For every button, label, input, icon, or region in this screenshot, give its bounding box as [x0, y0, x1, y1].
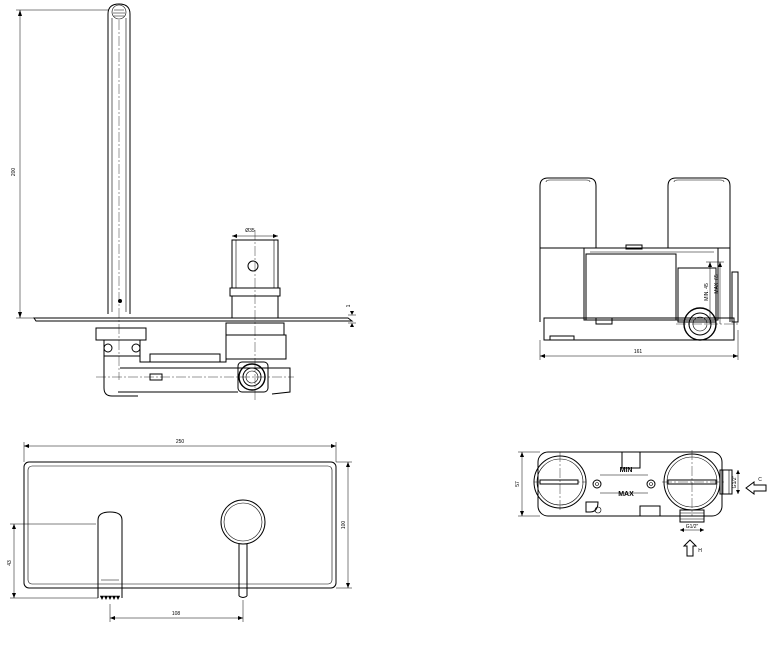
body-side-view: MIN. 45 MAX. 65 161 — [539, 177, 740, 360]
spout-offset-dimension: 43 — [7, 523, 98, 599]
axis-spacing-dimension: 108 — [109, 600, 244, 622]
min-depth-label: MIN. 45 — [704, 283, 710, 301]
left-cartridge — [539, 177, 597, 322]
side-inlet-label: G1/2" — [732, 475, 738, 488]
bottom-inlet-arrow-label: H — [698, 548, 702, 554]
plate-thickness-label: 1 — [346, 304, 352, 307]
right-cartridge-top — [662, 450, 726, 516]
side-inlet: G1/2" C — [719, 469, 767, 495]
handle-diameter-label: Ø35 — [245, 228, 255, 234]
min-max-dimensions: MIN. 45 MAX. 65 — [704, 261, 724, 324]
min-label: MIN — [620, 467, 633, 474]
spout-height-label: 200 — [11, 168, 17, 177]
body-block — [543, 244, 740, 341]
depth-label: 161 — [634, 349, 643, 355]
front-view: 250 100 — [7, 439, 352, 622]
wall-plate: 1 — [33, 304, 356, 327]
side-view: 200 1 Ø35 — [11, 3, 356, 400]
min-max-labels: MIN MAX — [618, 467, 634, 498]
top-body-outline — [537, 451, 723, 517]
spout-offset-label: 43 — [7, 560, 13, 566]
top-height-dimension: 57 — [515, 451, 540, 517]
spout-tube — [107, 3, 131, 380]
side-inlet-arrow-label: C — [758, 477, 762, 483]
spout-height-dimension: 200 — [11, 9, 108, 319]
axis-spacing-label: 108 — [172, 611, 181, 617]
height-dimension: 100 — [336, 461, 352, 589]
left-cartridge-top — [533, 452, 587, 512]
body-top-view: G1/2" C G1/2" H MIN MAX 57 — [515, 450, 767, 557]
max-depth-label: MAX. 65 — [714, 274, 720, 293]
front-spout — [97, 511, 123, 600]
height-label: 100 — [341, 521, 347, 530]
bottom-inlet-label: G1/2" — [686, 524, 699, 530]
bottom-inlet: G1/2" H — [679, 509, 705, 557]
front-handle — [220, 499, 266, 598]
width-label: 250 — [176, 439, 185, 445]
max-label: MAX — [618, 491, 634, 498]
depth-dimension: 161 — [539, 330, 739, 360]
concealed-body — [95, 322, 294, 397]
top-height-label: 57 — [515, 481, 521, 487]
right-cartridge — [667, 177, 731, 322]
width-dimension: 250 — [23, 439, 337, 462]
front-plate — [23, 461, 337, 589]
